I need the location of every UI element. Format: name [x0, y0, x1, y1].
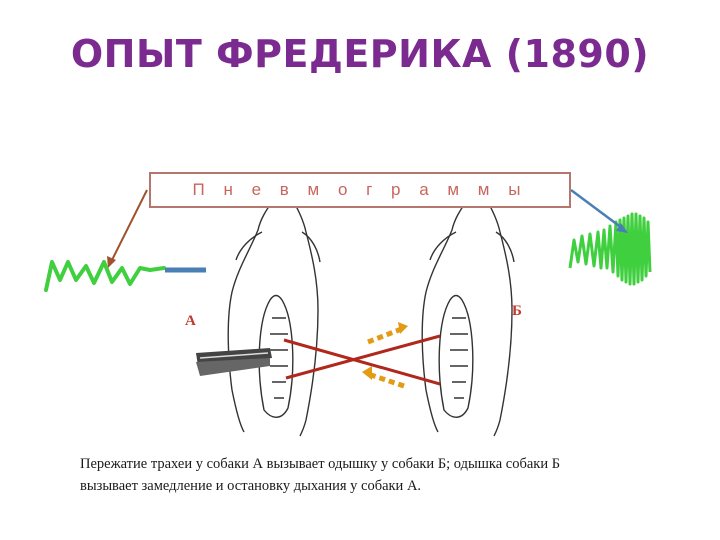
- tracheal-clamp: [196, 348, 272, 376]
- blood-flow-arrow-upper: [368, 322, 408, 342]
- dog-a-outline: [228, 183, 320, 436]
- cross-circulation-vessels: [284, 336, 440, 384]
- caption-line-2: вызывает замедление и остановку дыхания …: [80, 475, 640, 497]
- pneumogram-label-box: П н е в м о г р а м м ы: [149, 172, 571, 208]
- dog-b-label: Б: [512, 303, 522, 320]
- right-pointer-line: [571, 190, 622, 228]
- pneumogram-trace-b: [570, 214, 650, 284]
- left-pointer-line: [111, 190, 147, 262]
- caption-line-1: Пережатие трахеи у собаки А вызывает оды…: [80, 453, 640, 475]
- pneumogram-label: П н е в м о г р а м м ы: [193, 180, 528, 199]
- figure-caption: Пережатие трахеи у собаки А вызывает оды…: [80, 453, 640, 497]
- pneumogram-trace-a: [46, 262, 164, 290]
- dog-a-label: А: [185, 313, 196, 330]
- left-pointer-arrowhead: [107, 256, 116, 268]
- dog-b-outline: [422, 183, 514, 436]
